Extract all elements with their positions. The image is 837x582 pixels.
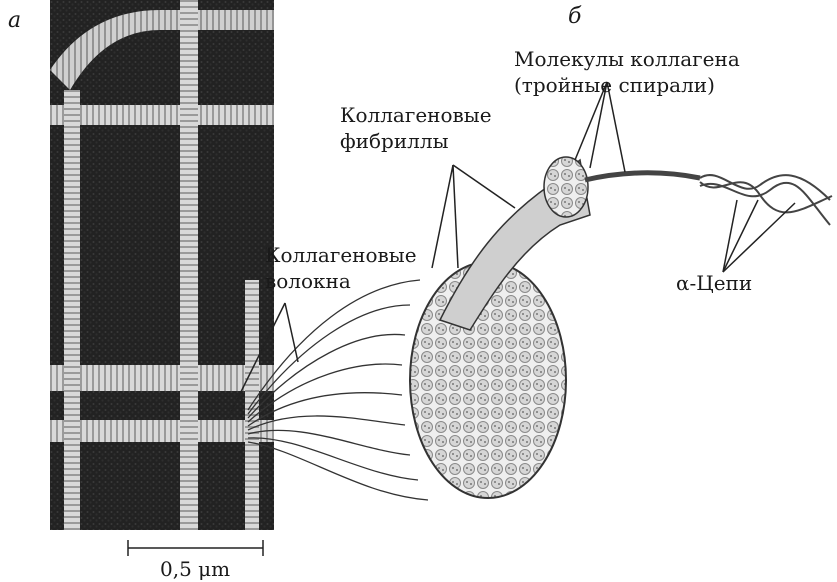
label-fibers: Коллагеновые волокна — [265, 242, 417, 294]
scale-bar — [128, 540, 263, 556]
fiber-bundle — [248, 280, 428, 500]
label-molecules: Молекулы коллагена (тройные спирали) — [514, 46, 740, 98]
triple-helix — [585, 173, 700, 180]
alpha-chains — [700, 175, 832, 225]
label-fibrils: Коллагеновые фибриллы — [340, 102, 492, 154]
fibril-end — [544, 157, 588, 217]
scale-bar-label: 0,5 μm — [160, 556, 230, 582]
label-alpha-chains: α-Цепи — [676, 270, 752, 296]
